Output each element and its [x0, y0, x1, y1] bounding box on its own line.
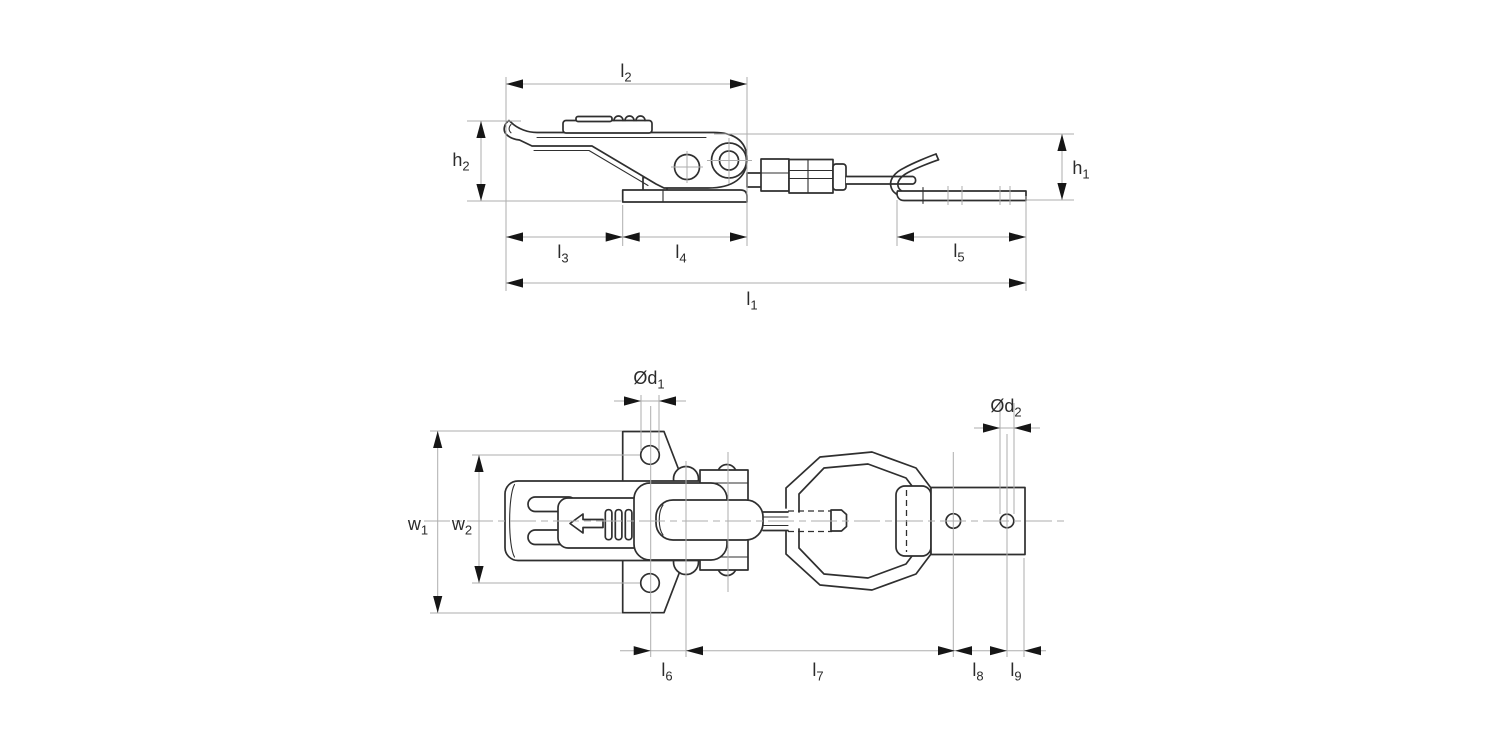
dim-label-w2: w2: [451, 514, 473, 538]
rod-clevis: [760, 158, 790, 192]
dim-label-l2: l2: [620, 61, 632, 85]
dim-label-d1: Ød1: [633, 368, 665, 392]
plan-view-dimensions: [424, 395, 1066, 657]
dim-label-d2: Ød2: [990, 396, 1022, 420]
dim-label-l9: l9: [1010, 660, 1022, 684]
mounting-hole-bottom: [639, 572, 661, 594]
side-view-arrowheads: [476, 79, 1067, 288]
dim-label-h2: h2: [452, 150, 470, 174]
dim-label-l6: l6: [661, 660, 673, 684]
swivel-eye: [655, 499, 764, 541]
thumb-pad: [562, 119, 653, 134]
rod-hidden: [788, 510, 832, 533]
dim-label-l5: l5: [953, 241, 965, 265]
dim-label-l1: l1: [746, 289, 758, 313]
base-plate: [621, 189, 748, 203]
threaded-rod-side: [845, 175, 917, 185]
dim-label-l8: l8: [972, 660, 984, 684]
turnbuckle: [788, 158, 834, 194]
dim-label-h1: h1: [1072, 158, 1090, 182]
plan-view-part: [504, 430, 1026, 614]
grip-bumps: [613, 115, 646, 122]
dim-label-l4: l4: [675, 242, 687, 266]
mounting-hole-top: [639, 444, 661, 466]
plan-view-arrowheads: [433, 396, 1041, 656]
side-view: [467, 77, 1074, 291]
plan-view: [424, 395, 1066, 657]
dim-label-l7: l7: [812, 660, 824, 684]
dim-label-l3: l3: [557, 242, 569, 266]
rod-nut: [830, 509, 848, 532]
arrow-marking: [569, 513, 604, 534]
dim-label-w1: w1: [407, 514, 429, 538]
